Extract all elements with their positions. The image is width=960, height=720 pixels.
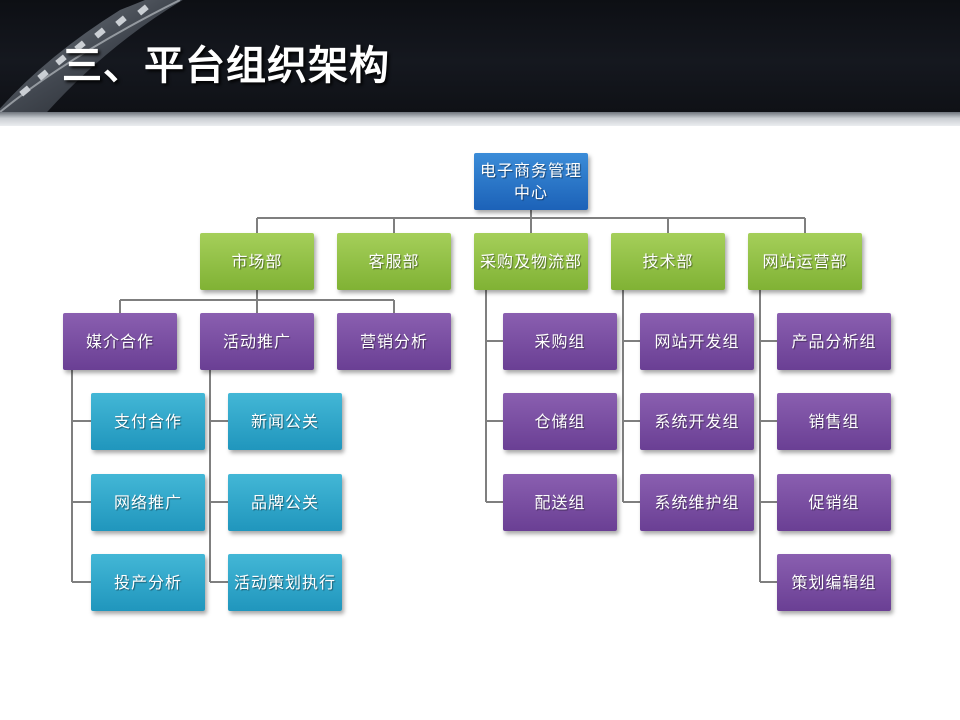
node-website-operations-dept: 网站运营部 xyxy=(748,233,862,290)
node-technology-dept: 技术部 xyxy=(611,233,725,290)
node-system-maintenance-group: 系统维护组 xyxy=(640,474,754,531)
node-warehouse-group: 仓储组 xyxy=(503,393,617,450)
header-divider xyxy=(0,112,960,126)
node-roi-analysis: 投产分析 xyxy=(91,554,205,611)
node-product-analysis-group: 产品分析组 xyxy=(777,313,891,370)
node-news-pr: 新闻公关 xyxy=(228,393,342,450)
node-media-cooperation: 媒介合作 xyxy=(63,313,177,370)
node-payment-cooperation: 支付合作 xyxy=(91,393,205,450)
node-system-dev-group: 系统开发组 xyxy=(640,393,754,450)
node-procurement-group: 采购组 xyxy=(503,313,617,370)
node-ecommerce-center: 电子商务管理中心 xyxy=(474,153,588,210)
film-strip-decoration xyxy=(0,0,183,112)
node-event-promotion: 活动推广 xyxy=(200,313,314,370)
node-customer-service-dept: 客服部 xyxy=(337,233,451,290)
node-marketing-dept: 市场部 xyxy=(200,233,314,290)
node-online-promotion: 网络推广 xyxy=(91,474,205,531)
node-event-planning: 活动策划执行 xyxy=(228,554,342,611)
node-promotion-group: 促销组 xyxy=(777,474,891,531)
node-sales-group: 销售组 xyxy=(777,393,891,450)
node-brand-pr: 品牌公关 xyxy=(228,474,342,531)
slide-title: 三、平台组织架构 xyxy=(62,43,390,89)
node-web-dev-group: 网站开发组 xyxy=(640,313,754,370)
node-procurement-logistics-dept: 采购及物流部 xyxy=(474,233,588,290)
slide-header: 三、平台组织架构 xyxy=(0,0,960,112)
node-delivery-group: 配送组 xyxy=(503,474,617,531)
node-planning-editing-group: 策划编辑组 xyxy=(777,554,891,611)
node-marketing-analysis: 营销分析 xyxy=(337,313,451,370)
